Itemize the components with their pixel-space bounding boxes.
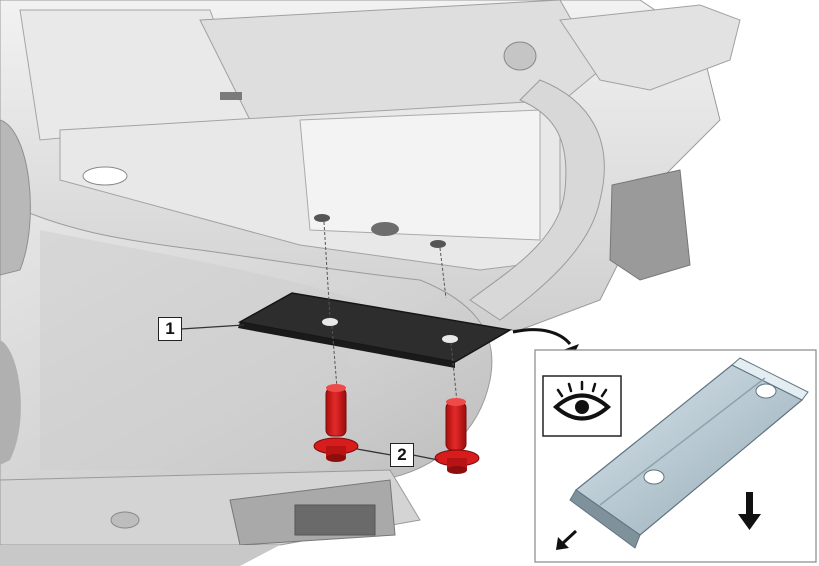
detail-inset [534,349,817,563]
callout-label-1: 1 [158,317,182,341]
bolt-left [313,384,359,462]
callout-leaders [180,324,439,461]
eye-icon [552,380,612,421]
callout-label-2: 2 [390,443,414,467]
arrow-down-left-icon [556,529,578,550]
chassis-holes [314,214,446,248]
bolt-right [434,398,480,474]
bracket-detail [569,357,809,549]
arrow-down-icon [738,492,761,530]
mounting-bracket [237,292,513,368]
alignment-lines [323,221,458,403]
